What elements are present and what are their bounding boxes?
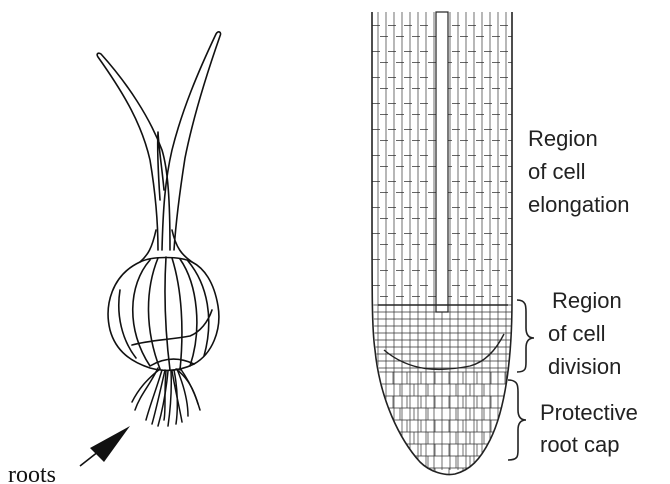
region-division-label: Region of cell division <box>548 288 622 379</box>
brace-root-cap <box>508 380 526 460</box>
svg-text:Region: Region <box>528 126 598 151</box>
onion-roots <box>132 368 200 426</box>
root-tip-section <box>372 12 519 480</box>
region-elongation-label: Region of cell elongation <box>528 126 630 217</box>
onion-leaf-inner <box>158 132 164 200</box>
roots-arrow <box>80 426 130 466</box>
brace-cell-division <box>517 300 534 372</box>
onion-illustration <box>97 32 220 426</box>
svg-text:Region: Region <box>552 288 622 313</box>
onion-leaf-right <box>162 32 221 250</box>
region-root-cap-label: Protective root cap <box>540 400 638 457</box>
roots-label: roots <box>8 462 56 484</box>
vascular-strand <box>436 12 448 312</box>
onion-bulb-scales <box>119 257 212 370</box>
svg-text:root cap: root cap <box>540 432 620 457</box>
division-zone-boundary <box>378 305 508 369</box>
svg-text:of cell: of cell <box>528 159 585 184</box>
onion-bulb-outline <box>108 258 219 371</box>
svg-text:division: division <box>548 354 621 379</box>
svg-text:elongation: elongation <box>528 192 630 217</box>
svg-text:of cell: of cell <box>548 321 605 346</box>
svg-text:Protective: Protective <box>540 400 638 425</box>
